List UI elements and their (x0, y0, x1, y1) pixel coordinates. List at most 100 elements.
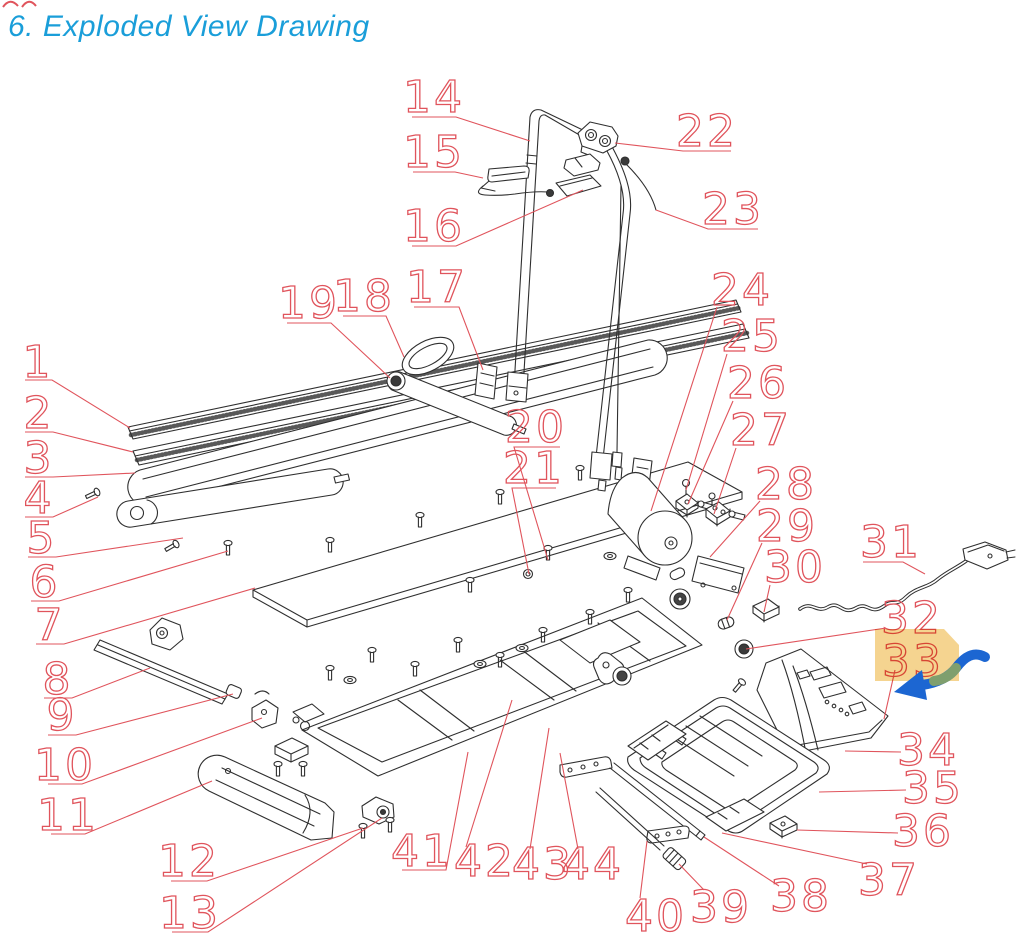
part-label-39: 39 (690, 882, 752, 933)
part-label-2: 2 (24, 388, 55, 439)
handlebar-pads (555, 153, 602, 197)
leader-line-7 (36, 587, 256, 645)
part-label-20: 20 (505, 402, 567, 453)
leader-line-2 (25, 431, 134, 453)
part-label-35: 35 (902, 763, 964, 814)
part-label-34: 34 (897, 725, 959, 776)
leader-line-8 (44, 667, 151, 699)
part-label-23: 23 (702, 184, 764, 235)
leader-line-37 (721, 832, 868, 865)
leader-line-24 (650, 306, 718, 512)
part-label-25: 25 (721, 311, 783, 362)
front-roller (386, 371, 527, 436)
page-edge-artifact (2, 0, 37, 8)
leader-line-18 (343, 315, 405, 358)
leader-line-19 (287, 322, 391, 379)
motor-cover-tray (627, 696, 830, 834)
part-label-37: 37 (858, 855, 920, 906)
part-label-11: 11 (37, 790, 99, 841)
part-label-12: 12 (158, 836, 220, 887)
part-label-42: 42 (454, 836, 516, 887)
leader-line-16 (412, 189, 584, 247)
part-label-19: 19 (278, 278, 340, 329)
leader-line-4 (25, 496, 99, 518)
part-label-31: 31 (860, 517, 922, 568)
leader-line-38 (703, 836, 780, 887)
screw (83, 486, 102, 502)
part-label-5: 5 (27, 513, 58, 564)
leader-line-26 (687, 400, 734, 505)
part-label-24: 24 (711, 265, 773, 316)
part-label-28: 28 (755, 459, 817, 510)
pivot-bracket (251, 690, 279, 729)
left-rail-strip (93, 639, 243, 705)
tube-bumper-left (474, 362, 498, 400)
part-label-38: 38 (770, 871, 832, 922)
rear-roller (116, 468, 351, 528)
leader-line-41 (402, 751, 469, 871)
leader-lines (25, 116, 926, 933)
part-label-43: 43 (512, 839, 574, 890)
cover-block (769, 815, 798, 839)
leader-line-25 (685, 353, 728, 491)
treadmill-line-art (83, 109, 1016, 871)
roller-holder-bracket (149, 617, 184, 651)
leader-line-40 (639, 840, 648, 899)
leader-line-20 (513, 446, 560, 561)
highlight-marker-33 (875, 629, 959, 681)
screw (163, 538, 181, 555)
part-label-36: 36 (892, 806, 954, 857)
leader-line-43 (529, 727, 550, 850)
leader-line-34 (844, 750, 902, 753)
front-bumper (197, 754, 335, 841)
leader-line-6 (31, 550, 229, 602)
frame-bracket (273, 737, 309, 777)
leader-line-42 (465, 699, 513, 848)
leader-line-22 (614, 142, 731, 152)
part-label-17: 17 (406, 262, 468, 313)
part-label-40: 40 (625, 891, 687, 942)
leader-line-39 (678, 863, 705, 891)
part-label-1: 1 (23, 337, 54, 388)
leader-line-10 (48, 717, 263, 785)
part-label-18: 18 (333, 271, 395, 322)
part-label-6: 6 (30, 557, 61, 608)
part-label-13: 13 (159, 888, 221, 939)
part-number-labels: 1234567891011121314151617181920212223242… (22, 71, 964, 942)
console-panel (756, 648, 889, 755)
leader-line-31 (863, 561, 926, 575)
safety-key-clip (477, 165, 555, 198)
leader-line-17 (414, 306, 484, 371)
part-label-22: 22 (676, 106, 738, 157)
part-label-30: 30 (764, 542, 826, 593)
motor (607, 471, 693, 581)
leader-line-44 (559, 752, 579, 850)
annotation-arrow (894, 649, 990, 700)
electronics-cluster (669, 478, 780, 695)
leader-line-11 (51, 780, 213, 835)
leader-line-3 (25, 472, 136, 478)
leader-line-32 (745, 627, 887, 650)
leader-line-1 (25, 379, 131, 429)
part-label-15: 15 (403, 127, 465, 178)
wheel-bracket (358, 796, 395, 839)
part-label-41: 41 (391, 826, 453, 877)
page-title: 6. Exploded View Drawing (8, 10, 370, 43)
leader-line-15 (413, 171, 484, 179)
part-label-8: 8 (43, 654, 74, 705)
leader-line-30 (763, 584, 771, 613)
drive-belt-strap (401, 336, 455, 376)
part-label-21: 21 (503, 443, 565, 494)
leader-line-35 (818, 789, 907, 793)
part-label-9: 9 (47, 690, 78, 741)
part-label-16: 16 (403, 201, 465, 252)
incline-rods (559, 756, 706, 871)
part-label-14: 14 (403, 72, 465, 123)
power-cord (798, 541, 1016, 613)
part-label-3: 3 (24, 433, 55, 484)
part-label-7: 7 (35, 600, 66, 651)
part-label-4: 4 (24, 473, 55, 524)
leader-line-27 (713, 447, 737, 515)
